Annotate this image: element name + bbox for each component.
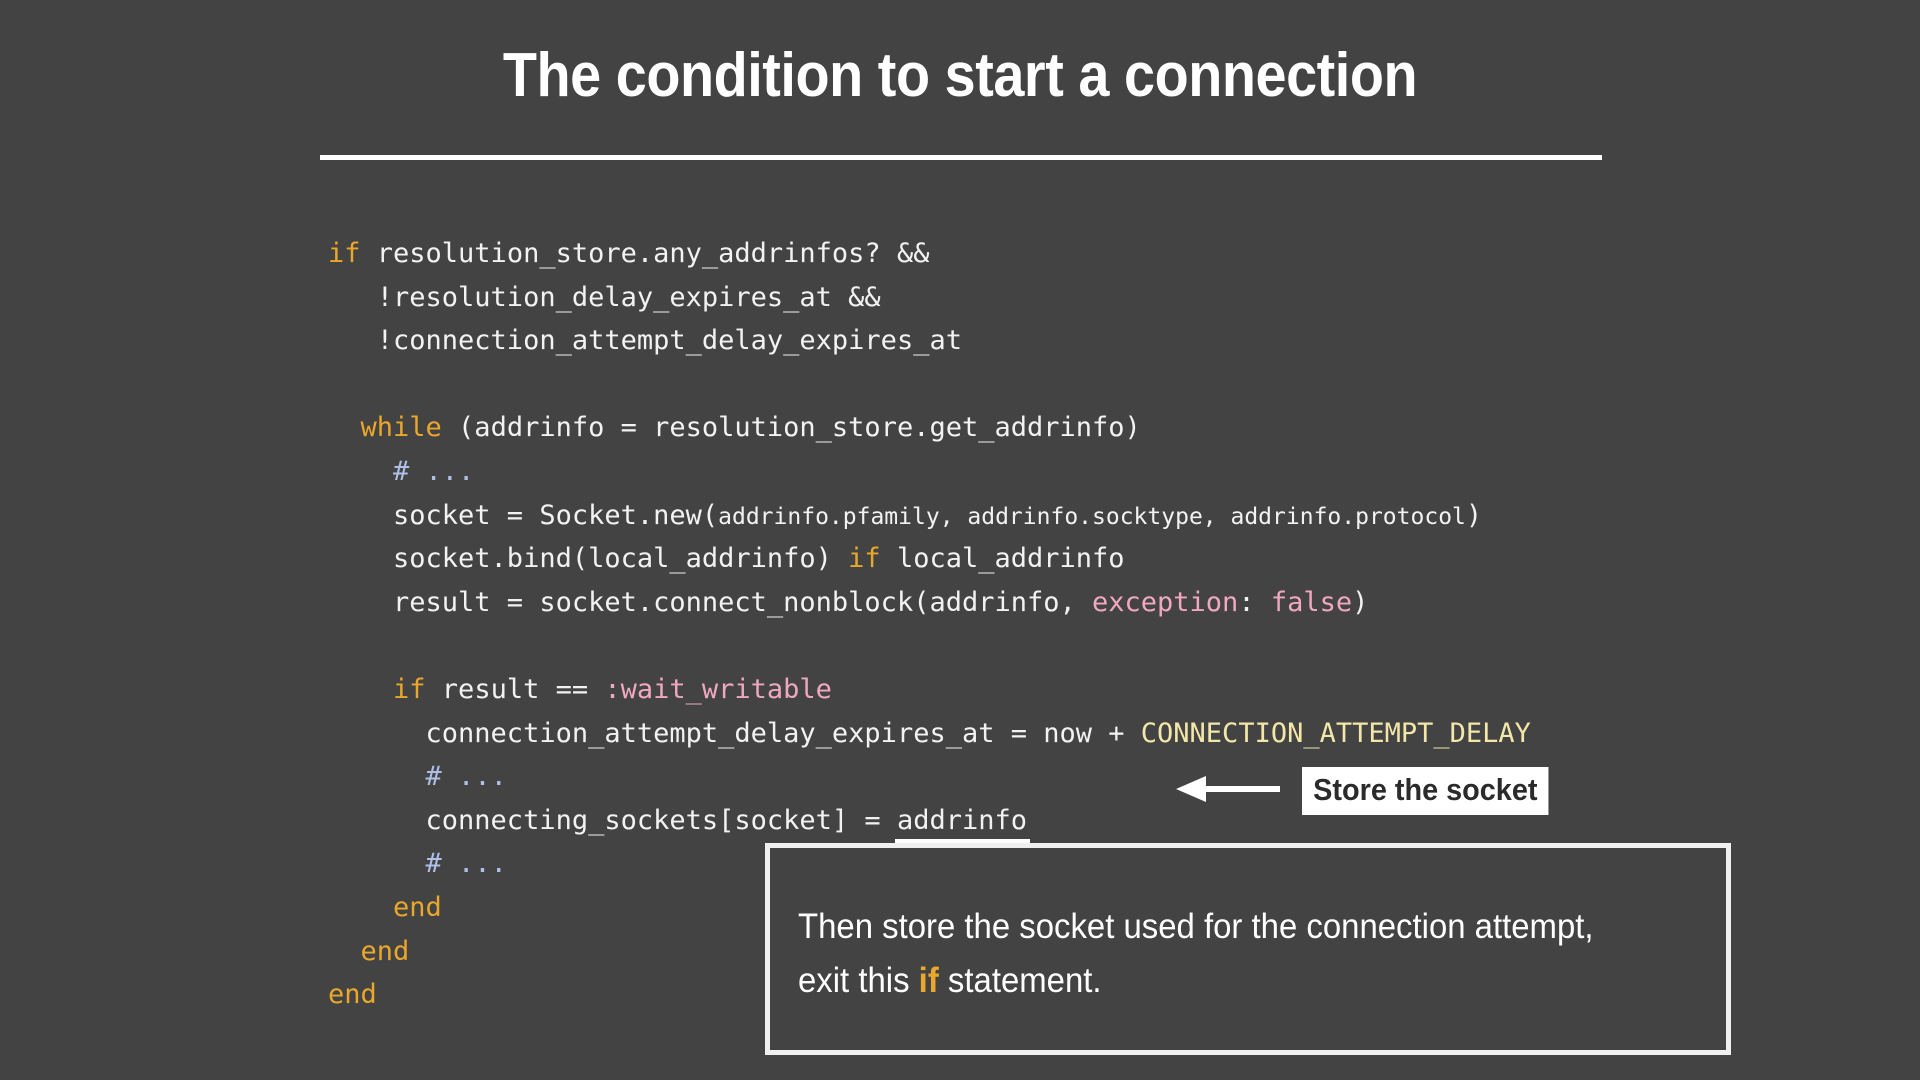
code-token: result ==: [425, 673, 605, 705]
code-token: end: [360, 935, 410, 967]
code-token: addrinfo.pfamily, addrinfo.socktype, add…: [718, 503, 1466, 530]
note-line-1: Then store the socket used for the conne…: [798, 900, 1652, 954]
code-token: exception: [1092, 586, 1239, 618]
page-title: The condition to start a connection: [502, 41, 1418, 110]
code-token: # ...: [425, 848, 507, 880]
left-arrow-icon: [1176, 776, 1280, 802]
code-line: result = socket.connect_nonblock(addrinf…: [328, 581, 1531, 625]
code-line: !connection_attempt_delay_expires_at: [328, 319, 1531, 363]
code-token: end: [393, 891, 442, 923]
code-token: if: [328, 238, 361, 269]
code-token: # ...: [393, 455, 475, 487]
code-token: [328, 848, 426, 879]
code-token: ): [1352, 586, 1369, 618]
code-line: end: [328, 930, 1531, 974]
note-text: Then store the socket used for the conne…: [798, 900, 1652, 1008]
code-token: [328, 892, 393, 923]
note-line-1-text: Then store the socket used for the conne…: [798, 907, 1594, 946]
note-line-2-prefix: exit this: [798, 961, 919, 1000]
code-line: if result == :wait_writable: [328, 668, 1531, 712]
code-line: socket = Socket.new(addrinfo.pfamily, ad…: [328, 494, 1531, 538]
code-token: !connection_attempt_delay_expires_at: [328, 325, 962, 357]
code-token: :wait_writable: [604, 673, 832, 705]
explanation-note-box: Then store the socket used for the conne…: [765, 843, 1731, 1055]
note-line-2: exit this if statement.: [798, 954, 1652, 1008]
code-token: local_addrinfo: [880, 543, 1125, 575]
code-line: [328, 624, 1531, 668]
code-token: if: [393, 673, 426, 705]
code-line: !resolution_delay_expires_at &&: [328, 276, 1531, 320]
code-line: connecting_sockets[socket] = addrinfo: [328, 799, 1531, 843]
code-token: socket = Socket.new(: [328, 499, 719, 531]
code-block: if resolution_store.any_addrinfos? && !r…: [328, 232, 1531, 1017]
arrow-head: [1176, 776, 1206, 802]
code-token: !resolution_delay_expires_at &&: [328, 281, 881, 313]
code-token: [328, 936, 361, 967]
code-token: [328, 456, 393, 487]
code-token: result = socket.connect_nonblock(addrinf…: [328, 586, 1093, 618]
code-line: end: [328, 973, 1531, 1017]
code-token: resolution_store.any_addrinfos? &&: [360, 238, 930, 269]
note-line-2-suffix: statement.: [938, 961, 1102, 1000]
code-token: [328, 761, 426, 792]
arrow-shaft: [1204, 786, 1280, 792]
code-line: socket.bind(local_addrinfo) if local_add…: [328, 537, 1531, 581]
code-line: # ...: [328, 842, 1531, 886]
code-line: end: [328, 886, 1531, 930]
code-line: while (addrinfo = resolution_store.get_a…: [328, 406, 1531, 450]
code-token: while: [360, 412, 442, 444]
code-token: :: [1238, 586, 1271, 618]
code-token: CONNECTION_ATTEMPT_DELAY: [1140, 717, 1531, 749]
code-line: # ...: [328, 450, 1531, 494]
code-token: [328, 412, 361, 443]
code-token: socket.bind(local_addrinfo): [328, 543, 849, 575]
code-token: ): [1465, 499, 1483, 531]
code-token: (addrinfo = resolution_store.get_addrinf…: [441, 412, 1141, 444]
code-token: # ...: [425, 761, 507, 793]
code-token: end: [328, 979, 377, 1011]
store-the-socket-callout: Store the socket: [1302, 767, 1549, 815]
code-line: # ...: [328, 755, 1531, 799]
code-token: if: [848, 543, 881, 575]
code-line: connection_attempt_delay_expires_at = no…: [328, 712, 1531, 756]
title-underline-rule: [320, 155, 1602, 160]
note-keyword-if: if: [918, 961, 939, 1000]
code-token: false: [1270, 586, 1353, 618]
code-token: [328, 674, 393, 705]
code-token: connecting_sockets[socket] =: [328, 804, 897, 836]
code-token: connection_attempt_delay_expires_at = no…: [328, 717, 1141, 749]
code-line: if resolution_store.any_addrinfos? &&: [328, 232, 1531, 276]
code-token-underlined: addrinfo: [896, 804, 1027, 836]
code-line: [328, 363, 1531, 407]
